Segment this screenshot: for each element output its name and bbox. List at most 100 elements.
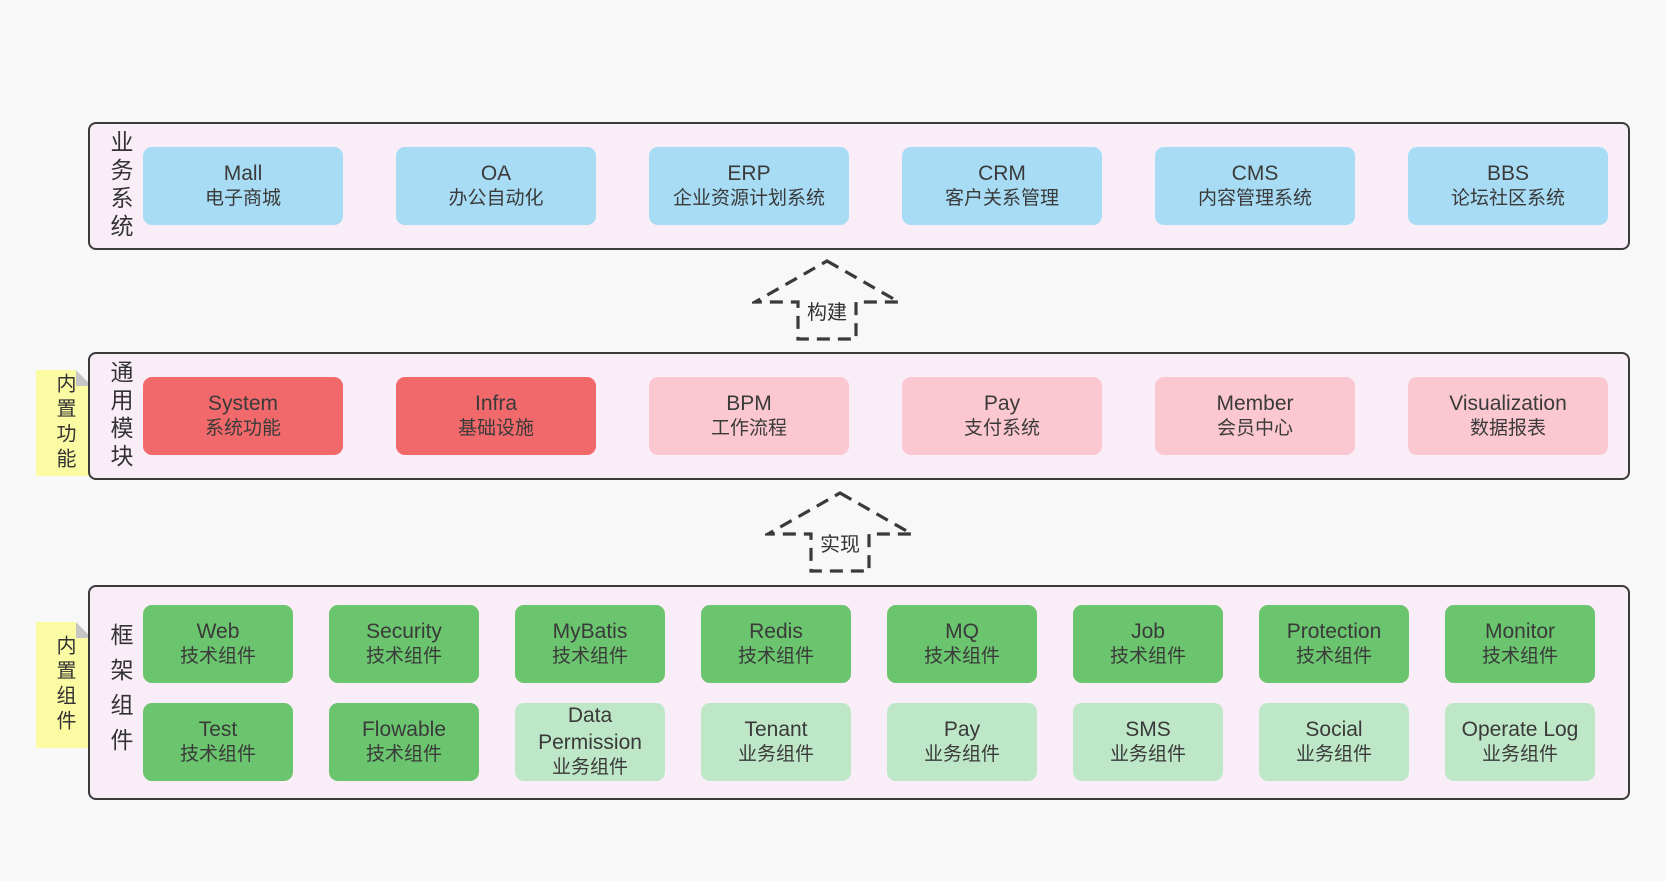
- node-sms: SMS 业务组件: [1073, 702, 1223, 781]
- node-subtitle: 技术组件: [1295, 645, 1372, 667]
- node-subtitle: 工作流程: [710, 418, 787, 440]
- node-operate-log: Operate Log 业务组件: [1445, 702, 1595, 781]
- node-subtitle: 企业资源计划系统: [672, 188, 825, 210]
- node-title: Pay: [983, 392, 1021, 415]
- node-title: CRM: [978, 162, 1026, 185]
- arrow-build: 构建: [752, 258, 902, 342]
- node-title: SMS: [1125, 717, 1171, 741]
- node-subtitle: 技术组件: [1109, 645, 1186, 667]
- node-pay: Pay 支付系统: [902, 377, 1102, 455]
- node-protection: Protection 技术组件: [1259, 604, 1409, 683]
- node-subtitle: 业务组件: [1109, 743, 1186, 765]
- node-subtitle: 电子商城: [204, 188, 281, 210]
- node-subtitle: 技术组件: [1481, 645, 1558, 667]
- node-title: System: [207, 392, 278, 415]
- node-subtitle: 技术组件: [365, 645, 442, 667]
- node-title: Job: [1131, 619, 1165, 643]
- note-built-in-components: 内置组件: [36, 622, 92, 748]
- layer-label-framework: 框架组件: [107, 622, 133, 763]
- framework-row-1: Web 技术组件 Security 技术组件 MyBatis 技术组件 Redi…: [143, 604, 1595, 683]
- node-bpm: BPM 工作流程: [649, 377, 849, 455]
- node-subtitle: 技术组件: [923, 645, 1000, 667]
- node-subtitle: 支付系统: [963, 418, 1040, 440]
- node-subtitle: 办公自动化: [448, 188, 544, 210]
- node-erp: ERP 企业资源计划系统: [649, 147, 849, 225]
- node-test: Test 技术组件: [143, 702, 293, 781]
- node-title: BBS: [1486, 162, 1530, 185]
- node-title: MyBatis: [552, 619, 628, 643]
- node-mall: Mall 电子商城: [143, 147, 343, 225]
- node-social: Social 业务组件: [1259, 702, 1409, 781]
- up-arrow-icon: [752, 259, 902, 341]
- node-subtitle: 业务组件: [551, 757, 628, 779]
- node-subtitle: 业务组件: [923, 743, 1000, 765]
- node-subtitle: 业务组件: [1481, 743, 1558, 765]
- node-title: ERP: [727, 162, 771, 185]
- note-text: 内置功能: [53, 373, 75, 473]
- layer-label-business: 业务系统: [107, 130, 133, 242]
- node-title: Data Permission: [538, 703, 642, 755]
- node-flowable: Flowable 技术组件: [329, 702, 479, 781]
- node-title: Security: [366, 619, 442, 643]
- node-title: Mall: [223, 162, 263, 185]
- node-subtitle: 论坛社区系统: [1450, 188, 1565, 210]
- node-system: System 系统功能: [143, 377, 343, 455]
- node-title: Pay: [943, 717, 981, 741]
- node-title: MQ: [945, 619, 979, 643]
- arrow-build-label: 构建: [804, 296, 850, 325]
- business-row: Mall 电子商城 OA 办公自动化 ERP 企业资源计划系统 CRM 客户关系…: [143, 147, 1608, 225]
- node-title: BPM: [726, 392, 772, 415]
- node-visualization: Visualization 数据报表: [1408, 377, 1608, 455]
- node-title: Infra: [474, 392, 518, 415]
- layer-common-modules: 通用模块 System 系统功能 Infra 基础设施 BPM 工作流程 Pay…: [88, 352, 1630, 480]
- node-subtitle: 客户关系管理: [944, 188, 1059, 210]
- node-subtitle: 会员中心: [1216, 418, 1293, 440]
- node-title: Flowable: [361, 717, 447, 741]
- node-job: Job 技术组件: [1073, 604, 1223, 683]
- arrow-implement: 实现: [765, 490, 915, 574]
- node-cms: CMS 内容管理系统: [1155, 147, 1355, 225]
- node-title: Social: [1305, 717, 1363, 741]
- note-built-in-functions: 内置功能: [36, 370, 92, 476]
- node-subtitle: 业务组件: [737, 743, 814, 765]
- modules-row: System 系统功能 Infra 基础设施 BPM 工作流程 Pay 支付系统…: [143, 377, 1608, 455]
- node-redis: Redis 技术组件: [701, 604, 851, 683]
- node-oa: OA 办公自动化: [396, 147, 596, 225]
- node-title: Web: [196, 619, 240, 643]
- node-monitor: Monitor 技术组件: [1445, 604, 1595, 683]
- node-title: Monitor: [1484, 619, 1556, 643]
- node-title: OA: [480, 162, 512, 185]
- node-bbs: BBS 论坛社区系统: [1408, 147, 1608, 225]
- node-subtitle: 技术组件: [551, 645, 628, 667]
- node-mybatis: MyBatis 技术组件: [515, 604, 665, 683]
- node-subtitle: 基础设施: [457, 418, 534, 440]
- layer-framework-components: 框架组件 Web 技术组件 Security 技术组件 MyBatis 技术组件…: [88, 585, 1630, 800]
- node-title: Operate Log: [1461, 717, 1579, 741]
- node-title: Redis: [749, 619, 803, 643]
- node-mq: MQ 技术组件: [887, 604, 1037, 683]
- node-title: Tenant: [744, 717, 808, 741]
- node-title: Test: [198, 717, 238, 741]
- framework-row-2: Test 技术组件 Flowable 技术组件 Data Permission …: [143, 702, 1595, 781]
- node-title: Member: [1216, 392, 1294, 415]
- node-title: CMS: [1231, 162, 1279, 185]
- node-data-permission: Data Permission 业务组件: [515, 702, 665, 781]
- node-title: Visualization: [1449, 392, 1567, 415]
- node-subtitle: 技术组件: [365, 743, 442, 765]
- node-security: Security 技术组件: [329, 604, 479, 683]
- node-subtitle: 系统功能: [204, 418, 281, 440]
- layer-label-modules: 通用模块: [107, 360, 133, 472]
- node-subtitle: 技术组件: [179, 743, 256, 765]
- node-infra: Infra 基础设施: [396, 377, 596, 455]
- node-subtitle: 数据报表: [1469, 418, 1546, 440]
- note-text: 内置组件: [53, 635, 75, 735]
- node-pay-component: Pay 业务组件: [887, 702, 1037, 781]
- framework-rows: Web 技术组件 Security 技术组件 MyBatis 技术组件 Redi…: [143, 604, 1595, 781]
- node-crm: CRM 客户关系管理: [902, 147, 1102, 225]
- arrow-implement-label: 实现: [817, 528, 863, 557]
- node-tenant: Tenant 业务组件: [701, 702, 851, 781]
- node-title: Protection: [1286, 619, 1382, 643]
- node-web: Web 技术组件: [143, 604, 293, 683]
- node-subtitle: 内容管理系统: [1197, 188, 1312, 210]
